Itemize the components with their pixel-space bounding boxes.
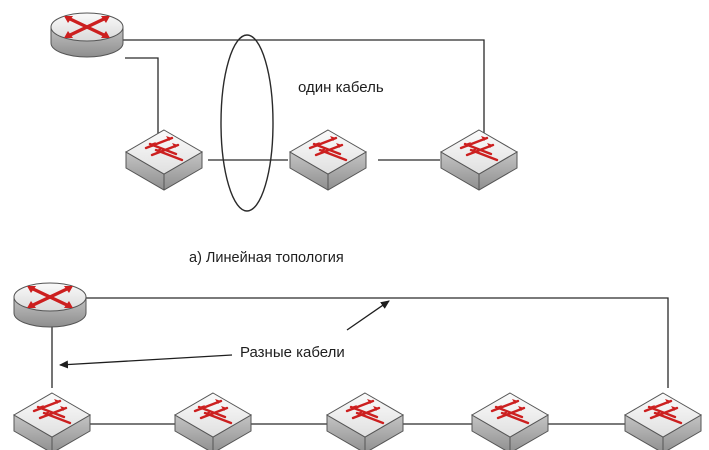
arrow-to-top-cable	[346, 300, 390, 331]
single-cable-ellipse	[220, 34, 274, 212]
cable-router-to-last-switch	[62, 297, 669, 388]
linear-topology: один кабель а) Линейная топология	[49, 11, 519, 266]
separate-cables-label: Разные кабели	[240, 344, 345, 361]
switch-icon	[470, 391, 550, 450]
switch-icon	[124, 128, 204, 192]
arrow-to-vertical-cable	[59, 354, 233, 369]
switch-icon	[325, 391, 405, 450]
separate-cables-topology: Разные кабели	[12, 281, 703, 450]
switch-icon	[12, 391, 92, 450]
cable-router-to-switch-1	[125, 57, 159, 150]
switch-icon	[439, 128, 519, 192]
router-icon	[12, 281, 88, 329]
router-icon	[49, 11, 125, 59]
cable-router-to-switch-3	[110, 39, 485, 143]
switch-icon	[288, 128, 368, 192]
switch-icon	[623, 391, 703, 450]
linear-topology-caption: а) Линейная топология	[189, 250, 344, 266]
switch-icon	[173, 391, 253, 450]
single-cable-label: один кабель	[298, 79, 384, 96]
